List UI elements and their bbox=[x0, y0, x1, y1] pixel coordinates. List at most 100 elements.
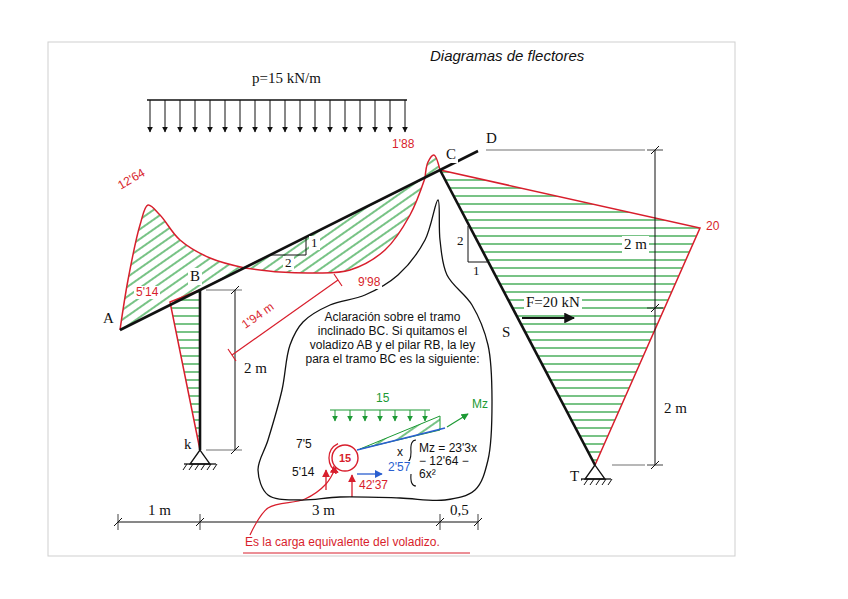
slope-number: 1 bbox=[309, 236, 320, 250]
load-arrow bbox=[375, 100, 376, 132]
frame bbox=[48, 42, 735, 556]
ground-hatch bbox=[201, 464, 205, 470]
dimension-line bbox=[235, 290, 236, 450]
slope-number: 2 bbox=[283, 256, 294, 270]
moment-value: 12'64 bbox=[114, 166, 149, 194]
load-arrow bbox=[180, 100, 181, 132]
load-arrow bbox=[335, 410, 336, 421]
dimension-label: 2 m bbox=[242, 360, 269, 377]
slope-number: 2 bbox=[455, 234, 466, 248]
load-arrow bbox=[395, 410, 396, 421]
note-text: Aclaración sobre el tramo inclinado BC. … bbox=[305, 310, 480, 366]
diagram-title: Diagramas de flectores bbox=[428, 48, 586, 65]
reaction-value: 42'37 bbox=[357, 479, 390, 492]
dimension-tick bbox=[647, 150, 663, 151]
circle-outline bbox=[332, 445, 358, 471]
pin-support bbox=[585, 465, 605, 479]
ground-hatch bbox=[596, 479, 600, 485]
dimension-label: 2 m bbox=[622, 236, 649, 253]
extension-line bbox=[206, 450, 242, 451]
ground-hatch bbox=[608, 479, 612, 485]
axis-label: x bbox=[395, 446, 405, 459]
ground-hatch bbox=[213, 464, 217, 470]
leader-line bbox=[250, 467, 336, 535]
load-arrow bbox=[365, 410, 366, 421]
force-arrow bbox=[325, 470, 326, 490]
circled-value: 15 bbox=[331, 444, 359, 472]
dimension-label: 1'94 m bbox=[238, 299, 278, 333]
dimension-tick bbox=[647, 308, 663, 309]
slope-triangle bbox=[468, 226, 487, 262]
slope-number: 1 bbox=[471, 264, 482, 278]
load-arrow bbox=[255, 100, 256, 132]
force-arrow bbox=[357, 473, 382, 474]
point-label: S bbox=[500, 324, 512, 341]
cloud-outline bbox=[258, 200, 492, 501]
point-label: T bbox=[568, 468, 581, 485]
load-arrow bbox=[390, 100, 391, 132]
ground-hatch bbox=[183, 464, 187, 470]
dimension-tick bbox=[118, 514, 119, 530]
load-arrow bbox=[380, 410, 381, 421]
dimension-label: 0,5 bbox=[448, 502, 471, 519]
moment-hatch bbox=[170, 290, 200, 450]
ground-hatch bbox=[195, 464, 199, 470]
extension-line bbox=[612, 465, 645, 466]
load-arrow bbox=[330, 100, 331, 132]
moment-value: 1'88 bbox=[390, 138, 416, 151]
point-label: B bbox=[188, 268, 202, 285]
load-arrow bbox=[345, 100, 346, 132]
point-label: k bbox=[182, 436, 194, 453]
ground-hatch bbox=[602, 479, 606, 485]
point-label: C bbox=[444, 146, 458, 163]
reaction-value: 7'5 bbox=[294, 438, 314, 451]
ground-hatch bbox=[584, 479, 588, 485]
dimension-tick bbox=[334, 274, 342, 286]
dimension-tick bbox=[200, 514, 201, 530]
dimension-label: 2 m bbox=[662, 400, 689, 417]
force-label: F=20 kN bbox=[524, 294, 582, 311]
moment-value: 9'98 bbox=[356, 276, 382, 289]
load-arrow bbox=[410, 410, 411, 421]
moment-law: Mz = 23'3x − 12'64 − 6x² bbox=[417, 442, 487, 482]
load-value: 15 bbox=[374, 392, 391, 405]
moment-value: 5'14 bbox=[134, 286, 160, 299]
dimension-tick bbox=[228, 349, 236, 361]
load-arrow bbox=[405, 100, 406, 132]
load-arrow bbox=[240, 100, 241, 132]
load-arrow bbox=[225, 100, 226, 132]
ground-hatch bbox=[590, 479, 594, 485]
dimension-tick bbox=[440, 514, 441, 530]
note-text: Es la carga equivalente del voladizo. bbox=[243, 536, 442, 549]
ground-hatch bbox=[189, 464, 193, 470]
load-arrow bbox=[210, 100, 211, 132]
load-label: p=15 kN/m bbox=[250, 70, 323, 87]
slope-triangle bbox=[270, 237, 306, 255]
underline bbox=[243, 553, 470, 554]
point-label: D bbox=[484, 130, 499, 147]
load-arrow bbox=[150, 100, 151, 132]
reaction-value: 5'14 bbox=[290, 466, 316, 479]
moment-value: 20 bbox=[704, 220, 721, 233]
load-arrow bbox=[165, 100, 166, 132]
ground-hatch bbox=[207, 464, 211, 470]
dimension-label: 3 m bbox=[310, 502, 337, 519]
reaction-value: 2'57 bbox=[386, 461, 412, 474]
force-arrow bbox=[522, 317, 574, 319]
load-arrow bbox=[425, 410, 426, 421]
load-arrow bbox=[315, 100, 316, 132]
extension-line bbox=[486, 150, 645, 151]
dimension-tick bbox=[478, 514, 479, 530]
axis-label: Mz bbox=[470, 398, 490, 411]
load-arrow bbox=[285, 100, 286, 132]
dimension-tick bbox=[647, 465, 663, 466]
load-arrow bbox=[360, 100, 361, 132]
moment-curve bbox=[120, 205, 245, 330]
force-arrow bbox=[351, 475, 352, 497]
load-line bbox=[147, 99, 407, 100]
load-arrow bbox=[300, 100, 301, 132]
axis-arrow bbox=[447, 414, 468, 427]
load-arrow bbox=[195, 100, 196, 132]
inclined-column bbox=[440, 170, 595, 465]
